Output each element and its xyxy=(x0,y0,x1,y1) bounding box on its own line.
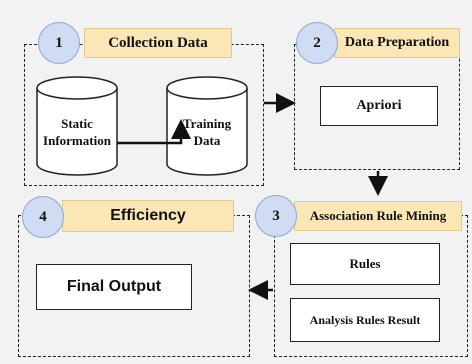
step-3-badge: 3 xyxy=(255,195,297,237)
step-3-number: 3 xyxy=(272,207,280,224)
data-preparation-title-text: Data Preparation xyxy=(344,35,450,50)
step-2-badge: 2 xyxy=(296,22,338,64)
analysis-rules-result-box: Analysis Rules Result xyxy=(290,298,440,342)
apriori-label: Apriori xyxy=(356,98,402,113)
step-1-badge: 1 xyxy=(38,22,80,64)
step-2-number: 2 xyxy=(313,34,321,51)
training-data-line-2: Data xyxy=(193,133,221,148)
training-data-cylinder xyxy=(166,76,248,176)
collection-data-title-text: Collection Data xyxy=(108,34,208,51)
efficiency-title: Efficiency xyxy=(62,200,234,232)
step-4-badge: 4 xyxy=(22,196,64,238)
association-rule-mining-title-text: Association Rule Mining xyxy=(309,208,447,223)
apriori-box: Apriori xyxy=(320,86,438,126)
arrow-static-to-training xyxy=(117,119,191,145)
step-4-number: 4 xyxy=(39,208,47,225)
rules-label: Rules xyxy=(349,256,381,271)
analysis-rules-result-label: Analysis Rules Result xyxy=(309,312,421,327)
training-data-label: Training Data xyxy=(167,110,247,154)
collection-data-title: Collection Data xyxy=(84,28,232,58)
association-rule-mining-title: Association Rule Mining xyxy=(294,201,462,231)
efficiency-title-text: Efficiency xyxy=(110,207,186,224)
rules-box: Rules xyxy=(290,243,440,285)
static-information-cylinder xyxy=(36,76,118,176)
data-preparation-title: Data Preparation xyxy=(334,28,460,58)
final-output-label: Final Output xyxy=(66,278,162,295)
final-output-box: Final Output xyxy=(36,264,192,310)
static-information-line-1: Static xyxy=(61,116,93,131)
static-information-label: Static Information xyxy=(37,110,117,154)
training-data-line-1: Training xyxy=(182,116,232,131)
static-information-line-2: Information xyxy=(43,133,111,148)
step-1-number: 1 xyxy=(55,34,63,51)
